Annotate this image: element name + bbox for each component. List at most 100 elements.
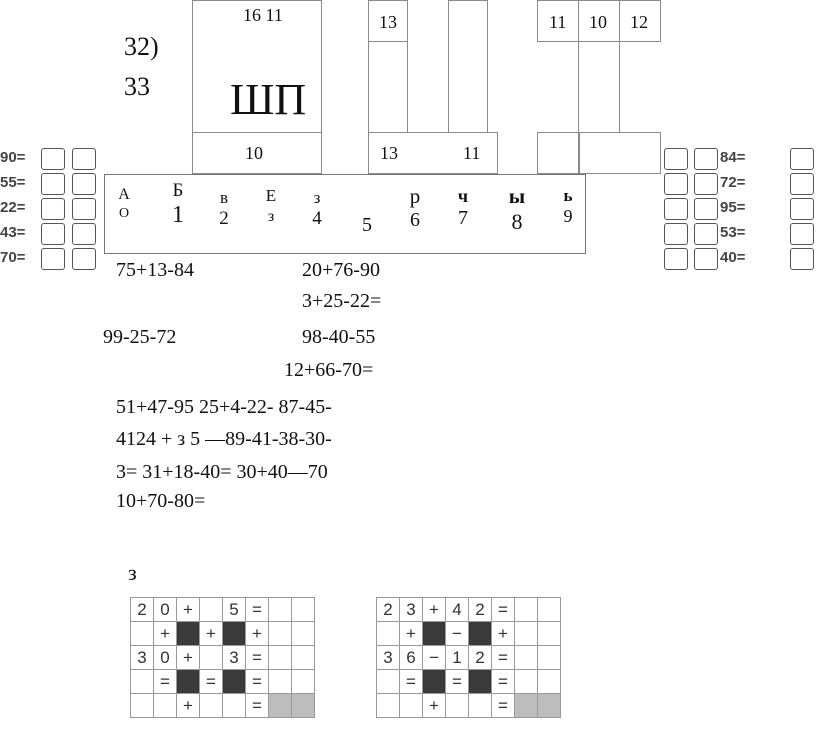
answer-box[interactable] xyxy=(664,173,688,195)
grid-cell[interactable] xyxy=(291,597,315,622)
grid-cell[interactable] xyxy=(445,693,469,718)
grid-cell[interactable] xyxy=(199,645,223,670)
answer-box[interactable] xyxy=(694,248,718,270)
answer-box[interactable] xyxy=(694,198,718,220)
grid-cell[interactable] xyxy=(376,669,400,694)
letter-cell: Б 1 xyxy=(164,180,192,229)
grid-cell[interactable] xyxy=(130,693,154,718)
answer-box[interactable] xyxy=(41,148,65,170)
grid-cell: + xyxy=(176,597,200,622)
letter-cell: Е з xyxy=(259,186,283,226)
grid-cell[interactable] xyxy=(537,669,561,694)
side-equation: 70= xyxy=(0,249,26,266)
grid-cell: 1 xyxy=(445,645,469,670)
grid-cell: + xyxy=(199,621,223,646)
grid-cell: = xyxy=(245,597,269,622)
answer-box[interactable] xyxy=(790,248,814,270)
answer-box[interactable] xyxy=(72,248,96,270)
grid-cell[interactable] xyxy=(291,693,315,718)
answer-box[interactable] xyxy=(664,148,688,170)
answer-box[interactable] xyxy=(790,198,814,220)
side-equation: 40= xyxy=(720,249,746,266)
letter-cell: ь 9 xyxy=(556,186,580,227)
letter-bottom: 5 xyxy=(362,214,372,236)
box-right-tall xyxy=(578,41,620,133)
grid-cell[interactable] xyxy=(291,645,315,670)
answer-box[interactable] xyxy=(694,173,718,195)
grid-cell: 3 xyxy=(130,645,154,670)
grid-cell[interactable] xyxy=(268,693,292,718)
side-equation: 22= xyxy=(0,199,26,216)
grid-cell: + xyxy=(245,621,269,646)
grid-cell[interactable] xyxy=(199,597,223,622)
side-equation: 90= xyxy=(0,149,26,166)
grid-cell[interactable] xyxy=(376,621,400,646)
grid-cell[interactable] xyxy=(376,693,400,718)
grid-cell[interactable] xyxy=(514,669,538,694)
box-left-lower xyxy=(192,132,322,174)
grid-cell: = xyxy=(199,669,223,694)
grid-cell: 0 xyxy=(153,645,177,670)
grid-cell[interactable] xyxy=(291,621,315,646)
grid-cell: = xyxy=(399,669,423,694)
answer-box[interactable] xyxy=(790,223,814,245)
grid-row: += xyxy=(130,693,315,718)
answer-box[interactable] xyxy=(41,173,65,195)
answer-box[interactable] xyxy=(41,248,65,270)
box-right-1-text: 11 xyxy=(549,12,567,32)
answer-box[interactable] xyxy=(664,223,688,245)
answer-box[interactable] xyxy=(790,148,814,170)
grid-cell[interactable] xyxy=(537,693,561,718)
answer-box[interactable] xyxy=(72,198,96,220)
box-left-big-text: ШП xyxy=(230,75,307,124)
grid-cell[interactable] xyxy=(268,597,292,622)
expression-line: 3= 31+18-40= 30+40—70 xyxy=(116,461,328,483)
letter-cell: 5 xyxy=(355,196,379,237)
grid-cell[interactable] xyxy=(514,621,538,646)
grid-cell[interactable] xyxy=(222,693,246,718)
grid-cell[interactable] xyxy=(268,669,292,694)
grid-cell[interactable] xyxy=(130,669,154,694)
grid-cell[interactable] xyxy=(199,693,223,718)
box-left-top-text: 16 11 xyxy=(243,5,283,25)
grid-cell: = xyxy=(491,645,515,670)
grid-cell[interactable] xyxy=(514,693,538,718)
expression: 98-40-55 xyxy=(302,326,376,348)
grid-cell: = xyxy=(491,669,515,694)
grid-cell[interactable] xyxy=(268,645,292,670)
answer-box[interactable] xyxy=(694,148,718,170)
answer-box[interactable] xyxy=(41,198,65,220)
grid-cell[interactable] xyxy=(537,597,561,622)
answer-box[interactable] xyxy=(664,198,688,220)
grid-cell[interactable] xyxy=(268,621,292,646)
grid-cell: + xyxy=(176,693,200,718)
grid-cell[interactable] xyxy=(153,693,177,718)
grid-cell[interactable] xyxy=(399,693,423,718)
grid-cell[interactable] xyxy=(537,645,561,670)
grid-cell[interactable] xyxy=(291,669,315,694)
answer-box[interactable] xyxy=(72,223,96,245)
box-mid-top-text: 13 xyxy=(379,12,397,32)
grid-cell: 0 xyxy=(153,597,177,622)
grid-cell[interactable] xyxy=(468,693,492,718)
letter-row-frame xyxy=(104,174,586,254)
grid-cell[interactable] xyxy=(130,621,154,646)
grid-cell: + xyxy=(422,693,446,718)
grid-cell: + xyxy=(422,597,446,622)
answer-box[interactable] xyxy=(790,173,814,195)
answer-box[interactable] xyxy=(41,223,65,245)
grid-cell[interactable] xyxy=(514,597,538,622)
grid-row: === xyxy=(130,669,315,694)
side-equation: 55= xyxy=(0,174,26,191)
side-equation: 43= xyxy=(0,224,26,241)
answer-box[interactable] xyxy=(72,173,96,195)
grid-cell[interactable] xyxy=(514,645,538,670)
answer-box[interactable] xyxy=(694,223,718,245)
answer-box[interactable] xyxy=(664,248,688,270)
expression: 99-25-72 xyxy=(103,326,177,348)
letter-bottom: 4 xyxy=(312,208,322,229)
grid-cell[interactable] xyxy=(537,621,561,646)
grid-row: +++ xyxy=(130,621,315,646)
answer-box[interactable] xyxy=(72,148,96,170)
sub-number: 33 xyxy=(124,72,150,101)
